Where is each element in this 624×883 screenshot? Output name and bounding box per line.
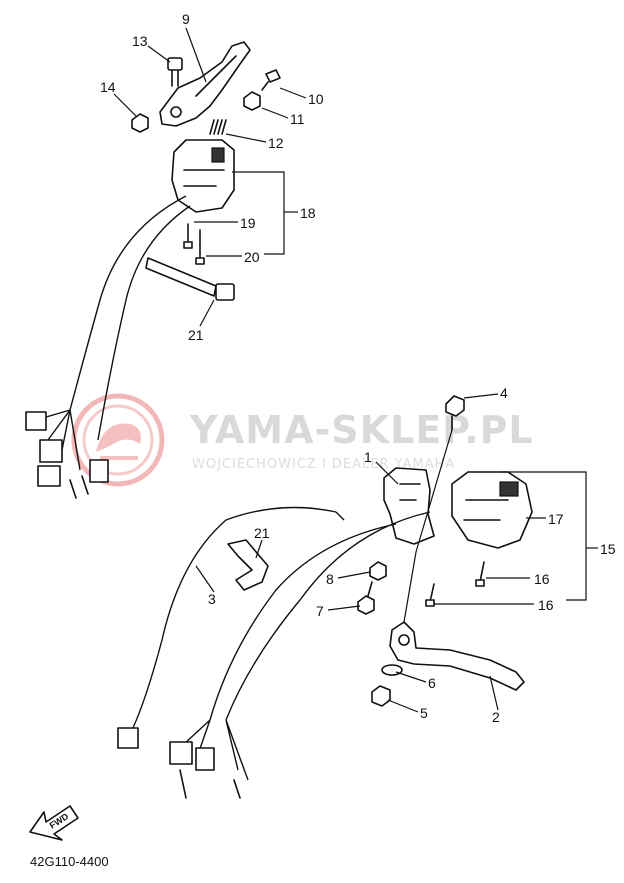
callout-17: 17 [548,511,564,527]
callout-19: 19 [240,215,256,231]
callout-13: 13 [132,33,148,49]
callout-3: 3 [208,591,216,607]
nut-14 [131,113,149,133]
callout-16-upper: 16 [534,571,550,587]
callout-15: 15 [600,541,616,557]
callout-8: 8 [326,571,334,587]
screw-16b [425,583,435,607]
callout-9: 9 [182,11,190,27]
switch-housing-17 [451,471,533,549]
callout-6: 6 [428,675,436,691]
bolt-13 [167,57,183,87]
bolt-7 [357,581,375,615]
nut-5 [371,685,391,707]
callout-18: 18 [300,205,316,221]
callout-7: 7 [316,603,324,619]
spring-12 [209,119,227,135]
callout-1: 1 [364,449,372,465]
callout-14: 14 [100,79,116,95]
screw-16a [475,561,485,587]
callout-20: 20 [244,249,260,265]
lever-holder-1 [383,467,435,545]
callout-21-upper: 21 [188,327,204,343]
screw-19 [183,223,193,249]
washer-8 [369,561,387,581]
screw-20 [195,229,205,265]
watermark-brand: YAMA-SKLEP.PL [189,408,534,452]
right-harness [169,511,431,799]
watermark-dealer: WOJCIECHOWICZ I DEALER YAMAHA [192,457,455,472]
switch-housing-18 [171,139,235,213]
callouts: 9 13 14 10 11 12 18 19 20 21 4 1 17 15 2… [100,11,616,725]
callout-21-lower: 21 [254,525,270,541]
leader-lines [113,27,598,713]
callout-4: 4 [500,385,508,401]
screw-4 [445,395,465,431]
callout-10: 10 [308,91,324,107]
left-lever-9 [159,41,251,127]
cable-3 [117,506,345,749]
watermark-logo [71,393,165,487]
left-harness [25,195,191,499]
callout-16-lower: 16 [538,597,554,613]
callout-12: 12 [268,135,284,151]
cable-band-21-upper [145,257,235,301]
cable-band-21-lower [227,539,269,591]
watermark: YAMA-SKLEP.PL WOJCIECHOWICZ I DEALER YAM… [71,393,534,487]
callout-11: 11 [290,111,305,127]
diagram-code: 42G110-4400 [30,854,109,869]
lever-2 [389,621,525,691]
washer-11 [243,91,261,111]
callout-2: 2 [492,709,500,725]
callout-5: 5 [420,705,428,721]
screw-10 [261,69,281,91]
fwd-arrow: FWD [29,805,79,841]
